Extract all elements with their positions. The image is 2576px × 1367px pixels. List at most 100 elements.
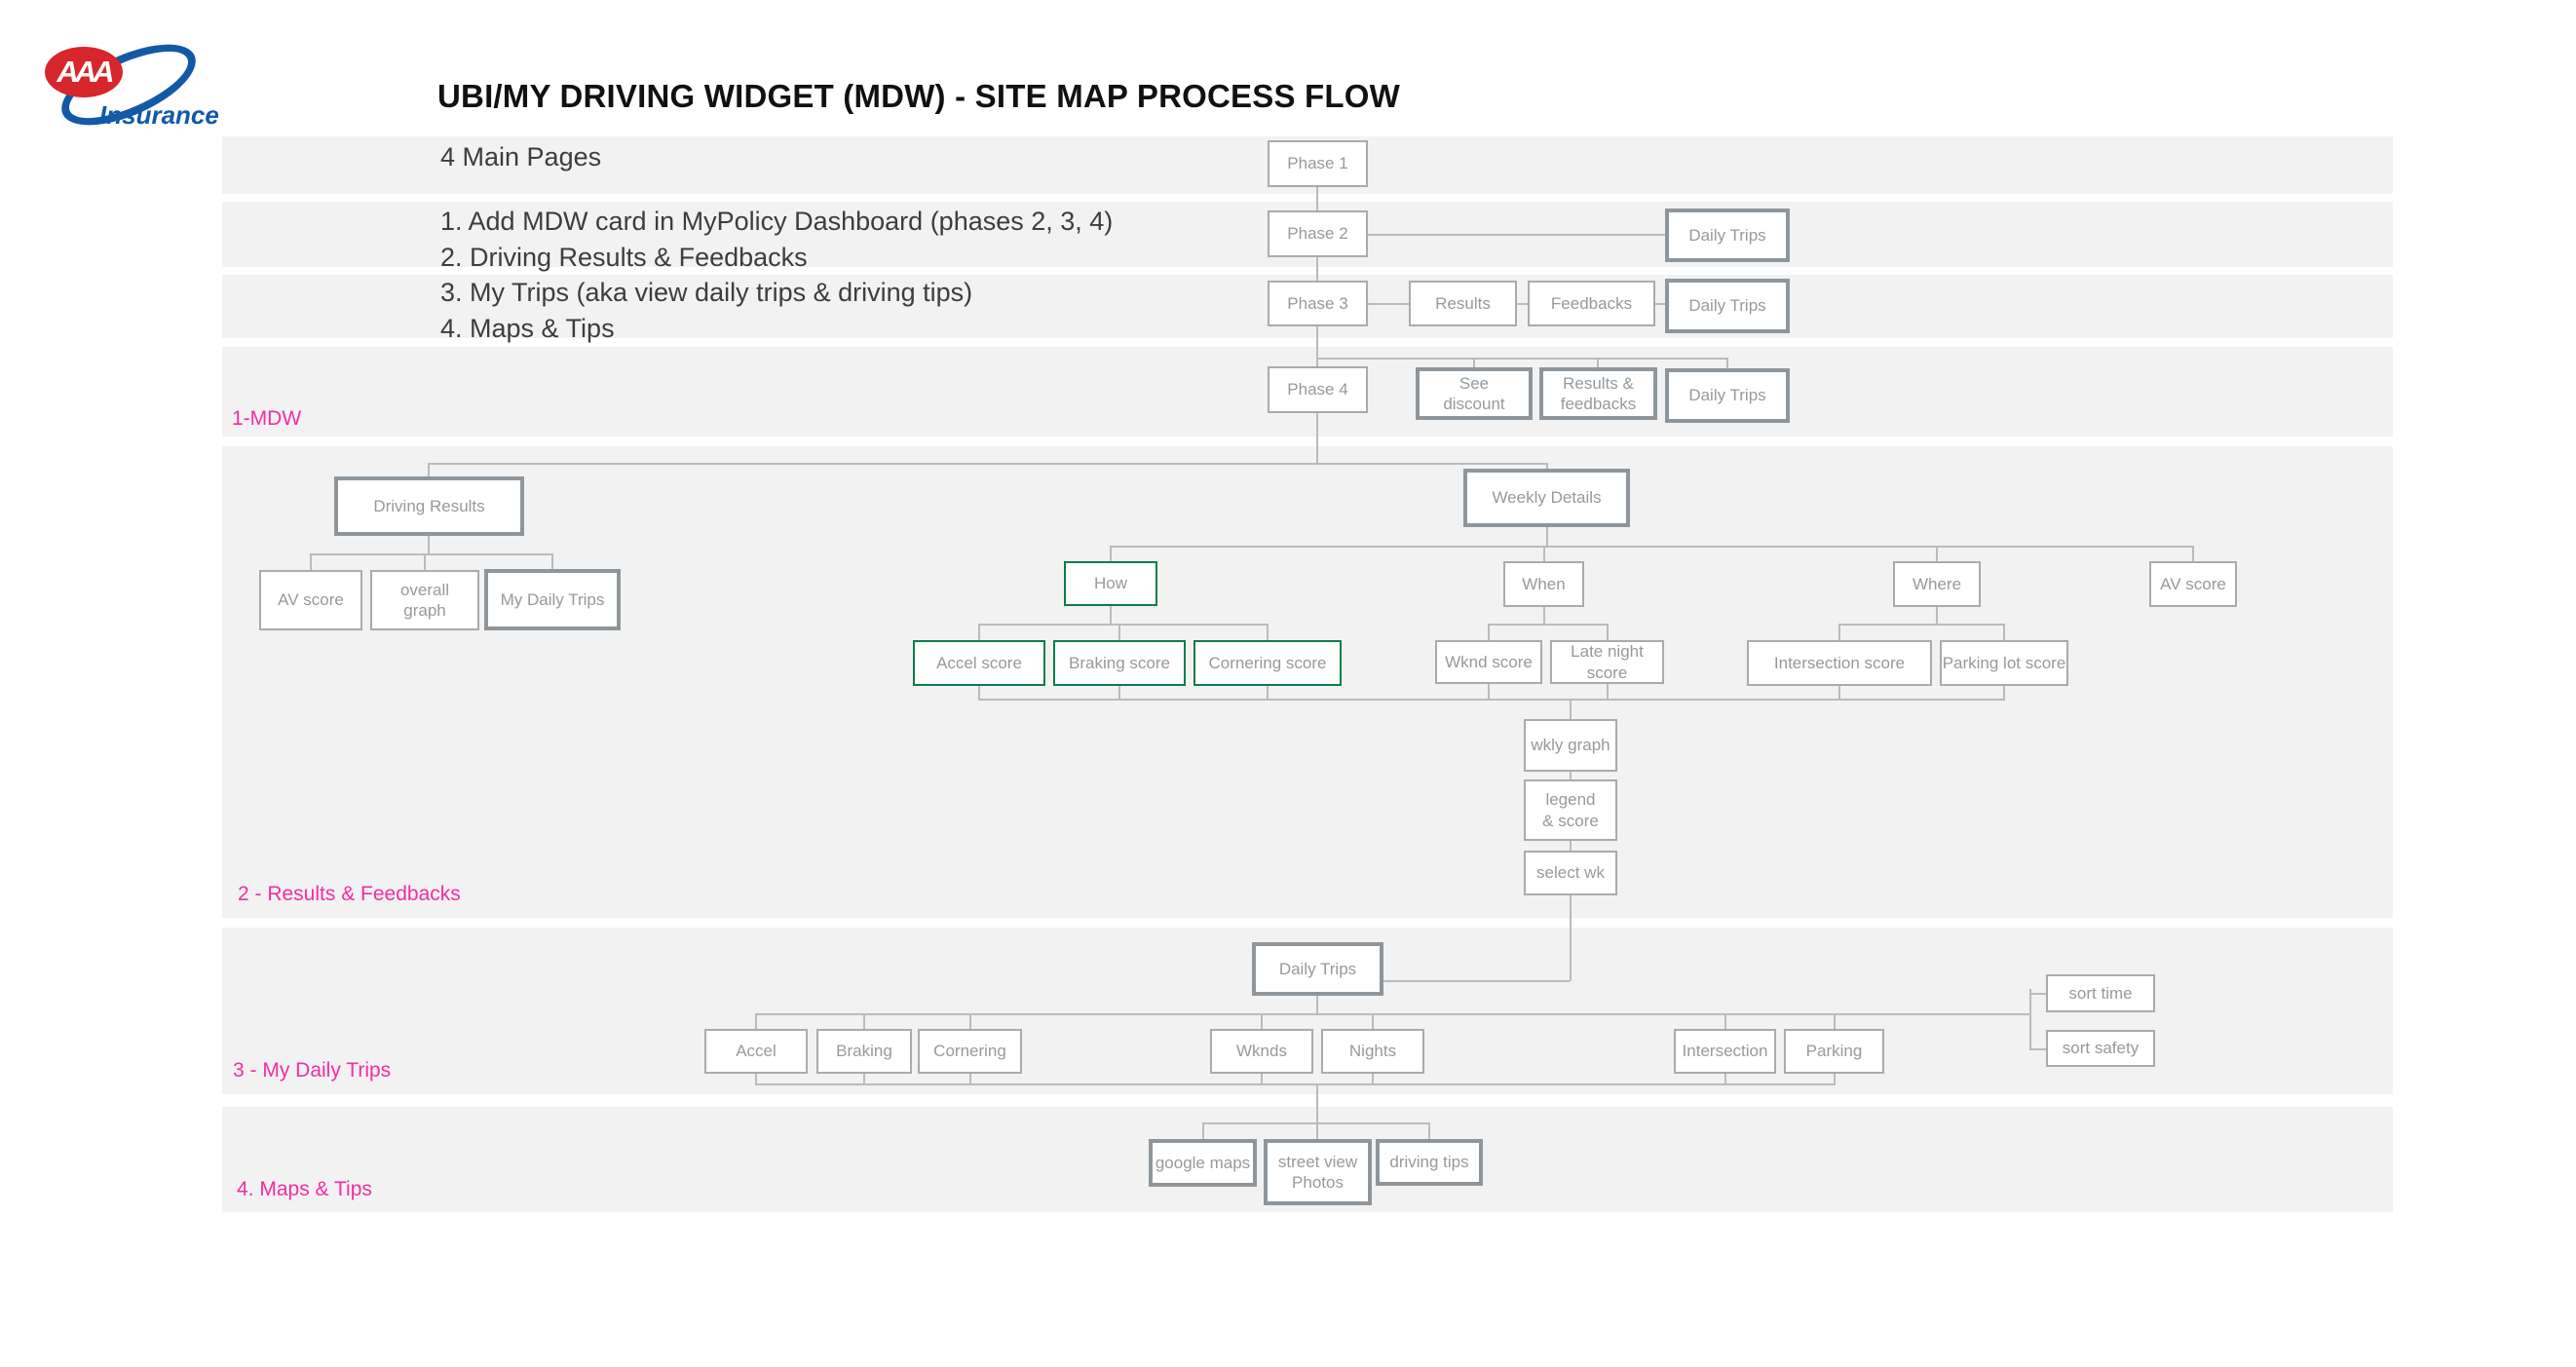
connector-line [1726, 358, 1728, 368]
connector-line [1546, 463, 1548, 469]
connector-line [1597, 358, 1599, 367]
connector-line [978, 686, 980, 699]
node-where: Where [1893, 561, 1981, 607]
connector-line [1428, 1122, 1430, 1139]
intro-list-item: 3. My Trips (aka view daily trips & driv… [440, 278, 973, 307]
connector-line [863, 1013, 865, 1029]
node-feedbacks: Feedbacks [1528, 281, 1655, 326]
connector-line [1368, 234, 1665, 236]
row-label: 2 - Results & Feedbacks [238, 883, 461, 905]
node-see-discount: See discount [1416, 367, 1533, 420]
connector-line [2029, 993, 2046, 995]
connector-line [969, 1013, 971, 1029]
connector-line [1118, 624, 1120, 640]
connector-line [1473, 358, 1475, 367]
node-phase-1: Phase 1 [1268, 140, 1368, 187]
node-wknds: Wknds [1210, 1029, 1313, 1074]
node-street-view-photos: street view Photos [1264, 1139, 1372, 1205]
connector-line [755, 1074, 757, 1083]
node-daily-trips-main: Daily Trips [1252, 942, 1383, 996]
connector-line [1543, 546, 1545, 561]
connector-line [978, 699, 2005, 701]
connector-line [1570, 772, 1572, 779]
connector-line [1316, 187, 1318, 210]
connector-line [1267, 624, 1269, 640]
connector-line [756, 1013, 2030, 1015]
connector-line [2003, 686, 2005, 699]
connector-line [1261, 1013, 1263, 1029]
connector-line [2029, 1048, 2046, 1050]
connector-line [1118, 686, 1120, 699]
node-phase-2: Phase 2 [1268, 210, 1368, 257]
connector-line [1607, 624, 1609, 640]
connector-line [1838, 686, 1840, 699]
connector-line [428, 536, 430, 553]
connector-line [1834, 1074, 1836, 1083]
connector-line [1724, 1013, 1726, 1029]
node-driving-results: Driving Results [334, 476, 524, 536]
intro-list-item: 4. Maps & Tips [440, 313, 615, 343]
intro-heading: 4 Main Pages [440, 142, 602, 171]
node-daily-trips-phase-4: Daily Trips [1665, 368, 1790, 423]
connector-line [1839, 624, 2004, 626]
node-sort-safety: sort safety [2046, 1030, 2155, 1067]
connector-line [979, 624, 1268, 626]
node-when: When [1503, 561, 1584, 607]
node-driving-tips: driving tips [1376, 1139, 1483, 1186]
connector-line [2003, 624, 2005, 640]
connector-line [1570, 699, 1572, 719]
node-braking: Braking [816, 1029, 912, 1074]
connector-line [1607, 684, 1609, 699]
connector-line [1546, 527, 1548, 546]
connector-line [1111, 546, 2193, 548]
connector-line [1936, 607, 1938, 624]
node-braking-score: Braking score [1053, 640, 1186, 686]
connector-line [311, 553, 552, 555]
logo-acronym: AAA [57, 55, 114, 89]
connector-line [1110, 546, 1112, 561]
node-daily-trips-phase-3: Daily Trips [1665, 279, 1790, 333]
node-wkly-graph: wkly graph [1524, 719, 1617, 772]
connector-line [1383, 980, 1570, 982]
logo-insurance-text: Insurance [99, 100, 219, 130]
connector-line [1724, 1074, 1726, 1083]
connector-line [1372, 1074, 1374, 1083]
page-title: UBI/MY DRIVING WIDGET (MDW) - SITE MAP P… [437, 78, 1400, 114]
connector-line [1202, 1122, 1204, 1139]
connector-line [1317, 358, 1727, 360]
connector-line [1570, 841, 1572, 851]
node-legend-score: legend & score [1524, 779, 1617, 841]
node-cornering-score: Cornering score [1193, 640, 1342, 686]
connector-line [1834, 1013, 1836, 1029]
intro-list-item: 1. Add MDW card in MyPolicy Dashboard (p… [440, 207, 1114, 236]
node-how: How [1064, 561, 1157, 606]
node-phase-4: Phase 4 [1268, 366, 1368, 413]
connector-line [1316, 413, 1318, 463]
connector-line [1316, 326, 1318, 366]
connector-line [1838, 624, 1840, 640]
node-accel-score: Accel score [913, 640, 1045, 686]
aaa-oval-icon: AAA [45, 47, 123, 97]
node-intersection: Intersection [1674, 1029, 1776, 1074]
node-av-score-left: AV score [259, 570, 362, 630]
connector-line [1316, 996, 1318, 1013]
node-my-daily-trips: My Daily Trips [484, 569, 621, 630]
intro-list: 1. Add MDW card in MyPolicy Dashboard (p… [440, 204, 1113, 346]
row-label: 4. Maps & Tips [237, 1178, 372, 1200]
node-wknd-score: Wknd score [1435, 640, 1542, 684]
node-parking-lot-score: Parking lot score [1940, 640, 2068, 686]
connector-line [2192, 546, 2194, 561]
node-nights: Nights [1321, 1029, 1424, 1074]
node-select-wk: select wk [1524, 851, 1617, 895]
row-label: 1-MDW [232, 407, 302, 430]
node-weekly-details: Weekly Details [1463, 469, 1630, 527]
node-late-night-score: Late night score [1550, 640, 1664, 684]
connector-line [1488, 684, 1490, 699]
row-label: 3 - My Daily Trips [233, 1059, 392, 1082]
node-cornering: Cornering [918, 1029, 1022, 1074]
connector-line [310, 553, 312, 570]
connector-line [1372, 1013, 1374, 1029]
connector-line [1655, 303, 1665, 305]
connector-line [1936, 546, 1938, 561]
